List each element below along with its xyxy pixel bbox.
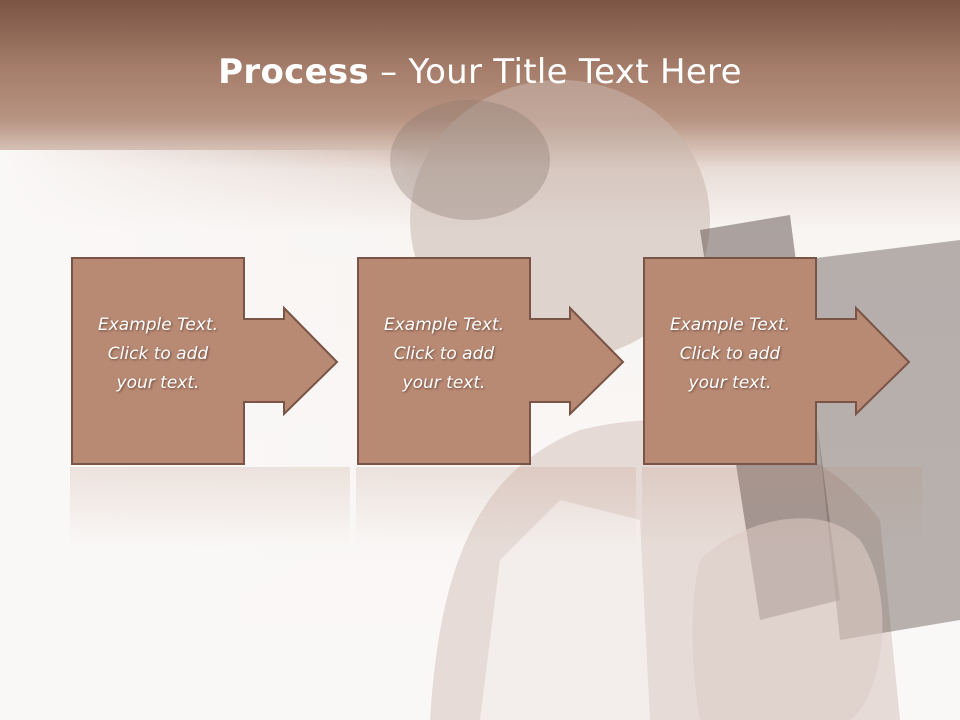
step-text: Example Text. Click to add your text. <box>383 315 505 393</box>
step-text: Example Text. Click to add your text. <box>97 315 219 393</box>
process-step-3[interactable]: Example Text. Click to add your text. <box>643 257 911 465</box>
slide-title[interactable]: Process – Your Title Text Here <box>0 52 960 92</box>
title-bold: Process <box>218 52 370 92</box>
process-step-1[interactable]: Example Text. Click to add your text. <box>71 257 339 465</box>
process-step-2[interactable]: Example Text. Click to add your text. <box>357 257 625 465</box>
step-arrow-shape <box>643 257 911 465</box>
step-reflection <box>642 467 922 547</box>
step-text: Example Text. Click to add your text. <box>669 315 791 393</box>
step-reflection <box>70 467 350 547</box>
step-arrow-shape <box>357 257 625 465</box>
step-arrow-shape <box>71 257 339 465</box>
step-reflection <box>356 467 636 547</box>
title-rest: – Your Title Text Here <box>369 52 742 92</box>
